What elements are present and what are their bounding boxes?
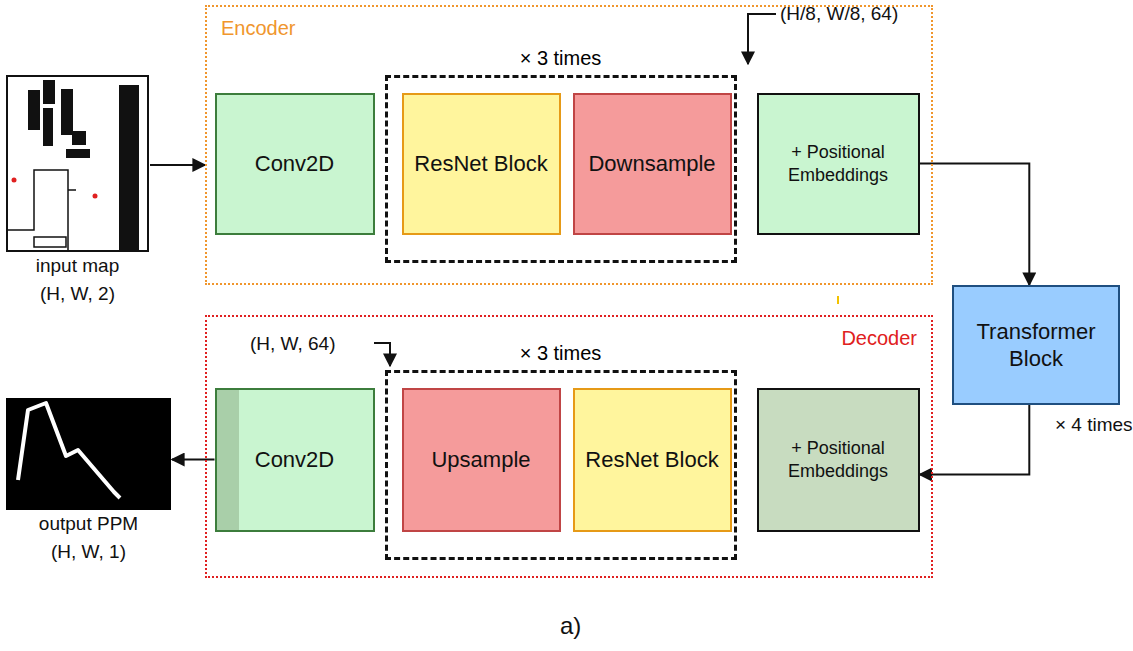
box-label: Downsample — [588, 150, 715, 178]
module-frame: EncoderConv2D × 3 timesResNet Block Downsa… — [205, 5, 933, 285]
map-image: output PPM(H, W, 1) — [5, 398, 172, 588]
module-title: Decoder — [841, 327, 917, 350]
image-caption: output PPM — [39, 510, 138, 538]
module-title: Encoder — [221, 17, 296, 40]
repeat-count: × 3 times — [388, 342, 734, 365]
tick-mark — [837, 296, 839, 304]
process-box: Transformer Block — [952, 285, 1120, 405]
arrow-connector — [920, 405, 1030, 475]
arrow-connector — [150, 164, 205, 166]
process-box: ResNet Block — [573, 388, 732, 532]
map-image: input map(H, W, 2) — [5, 75, 150, 310]
shape-pointer — [374, 343, 390, 366]
output-ppm-image — [6, 398, 171, 510]
box-label: Conv2D — [255, 150, 334, 178]
box-label: ResNet Block — [585, 446, 718, 474]
arrow-connector — [920, 164, 1030, 286]
image-caption: input map — [36, 252, 119, 280]
process-box: Conv2D — [215, 93, 375, 235]
box-label: Conv2D — [255, 446, 334, 474]
repeat-group: × 3 timesResNet BlockDownsample — [385, 75, 737, 263]
input-map-image — [6, 75, 149, 252]
dimension-label: (H/8, W/8, 64) — [780, 3, 898, 25]
process-box: ResNet Block — [402, 93, 561, 235]
module-frame: DecoderConv2D × 3 timesUpsample ResNet Blo… — [205, 315, 933, 578]
process-box: Downsample — [573, 93, 732, 235]
figure-caption: a) — [560, 612, 581, 640]
repeat-count: × 3 times — [388, 47, 734, 70]
dimension-label: (H, W, 64) — [250, 333, 336, 355]
repeat-group: × 3 timesUpsampleResNet Block — [385, 370, 737, 560]
box-label: Transformer Block — [960, 318, 1112, 373]
arrow-connector — [172, 459, 215, 461]
box-label: ResNet Block — [414, 150, 547, 178]
dimension-label: × 4 times — [1055, 414, 1133, 436]
box-label: Upsample — [431, 446, 530, 474]
shape-pointer — [748, 14, 776, 64]
box-label: + Positional Embeddings — [765, 141, 912, 186]
process-box: + Positional Embeddings — [757, 388, 920, 532]
process-box: Upsample — [402, 388, 561, 532]
image-caption: (H, W, 2) — [40, 280, 115, 308]
process-box: + Positional Embeddings — [757, 93, 920, 235]
shade-strip — [217, 390, 239, 530]
box-label: + Positional Embeddings — [765, 437, 912, 482]
process-box: Conv2D — [215, 388, 375, 532]
image-caption: (H, W, 1) — [51, 538, 126, 566]
